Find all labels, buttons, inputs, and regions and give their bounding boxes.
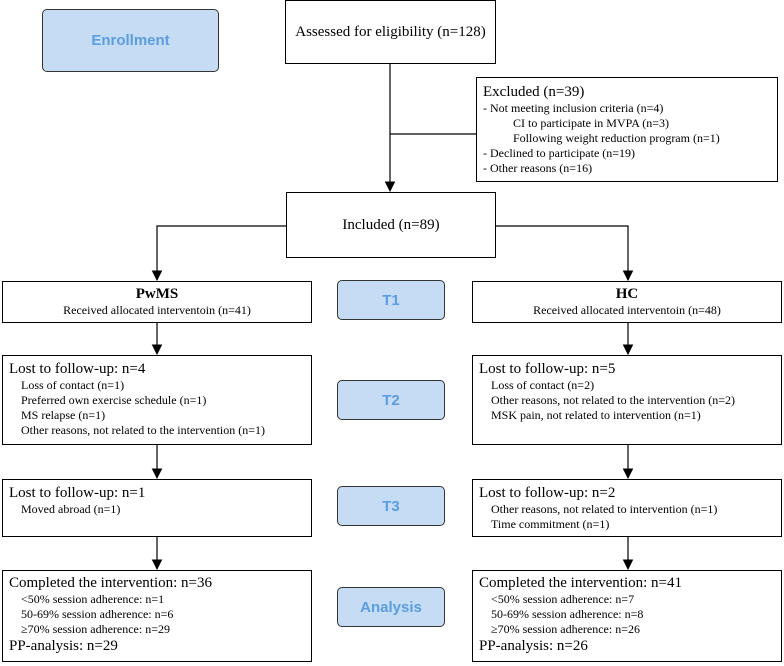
pwms-adherence: ≥70% session adherence: n=29 bbox=[21, 622, 170, 636]
excluded-reason: - Declined to participate (n=19) bbox=[483, 146, 636, 160]
hc-lost-reason: Loss of contact (n=2) bbox=[491, 378, 595, 392]
assessed-text: Assessed for eligibility (n=128) bbox=[295, 24, 486, 40]
pwms-pp-analysis: PP-analysis: n=29 bbox=[9, 638, 118, 654]
arrow-included-to-pwms bbox=[151, 225, 286, 282]
hc-lost-reason: MSK pain, not related to intervention (n… bbox=[491, 408, 701, 422]
pwms-adherence: <50% session adherence: n=1 bbox=[21, 592, 165, 606]
stage-t1: T1 bbox=[337, 280, 445, 320]
stage-analysis-label: Analysis bbox=[360, 598, 422, 616]
pwms-lost-t3-title: Lost to follow-up: n=1 bbox=[9, 485, 146, 501]
hc-adherence: 50-69% session adherence: n=8 bbox=[491, 607, 644, 621]
included-box: Included (n=89) bbox=[286, 192, 496, 258]
pwms-lost-t2-box: Lost to follow-up: n=4 Loss of contact (… bbox=[2, 355, 312, 445]
pwms-lost-reason: Moved abroad (n=1) bbox=[21, 502, 121, 516]
assessed-box: Assessed for eligibility (n=128) bbox=[285, 0, 496, 64]
hc-lost-t2-title: Lost to follow-up: n=5 bbox=[479, 361, 616, 377]
stage-enrollment-label: Enrollment bbox=[91, 32, 170, 49]
stage-enrollment: Enrollment bbox=[42, 9, 219, 72]
excluded-title: Excluded (n=39) bbox=[483, 84, 585, 100]
pwms-title: PwMS bbox=[135, 286, 179, 302]
hc-adherence: ≥70% session adherence: n=26 bbox=[491, 622, 640, 636]
pwms-received: Received allocated interventoin (n=41) bbox=[63, 303, 251, 317]
stage-t3-label: T3 bbox=[382, 497, 400, 515]
included-text: Included (n=89) bbox=[342, 217, 440, 233]
pwms-lost-reason: Loss of contact (n=1) bbox=[21, 378, 125, 392]
excluded-reason: CI to participate in MVPA (n=3) bbox=[513, 116, 669, 130]
pwms-lost-reason: Other reasons, not related to the interv… bbox=[21, 423, 266, 437]
excluded-box: Excluded (n=39) - Not meeting inclusion … bbox=[476, 77, 778, 182]
hc-lost-t2-box: Lost to follow-up: n=5 Loss of contact (… bbox=[472, 355, 782, 445]
pwms-lost-t3-box: Lost to follow-up: n=1 Moved abroad (n=1… bbox=[2, 479, 312, 537]
stage-t2-label: T2 bbox=[382, 391, 400, 409]
stage-analysis: Analysis bbox=[337, 587, 445, 627]
pwms-lost-t2-title: Lost to follow-up: n=4 bbox=[9, 361, 146, 377]
stage-t2: T2 bbox=[337, 380, 445, 420]
hc-title: HC bbox=[615, 286, 639, 302]
pwms-completed-title: Completed the intervention: n=36 bbox=[9, 575, 213, 591]
arrow-included-to-hc bbox=[496, 225, 634, 282]
pwms-adherence: 50-69% session adherence: n=6 bbox=[21, 607, 174, 621]
excluded-reason: Following weight reduction program (n=1) bbox=[513, 131, 720, 145]
hc-completed-title: Completed the intervention: n=41 bbox=[479, 575, 683, 591]
pwms-completed-box: Completed the intervention: n=36 <50% se… bbox=[2, 570, 312, 662]
hc-completed-box: Completed the intervention: n=41 <50% se… bbox=[472, 570, 782, 662]
stage-t3: T3 bbox=[337, 486, 445, 526]
hc-received: Received allocated interventoin (n=48) bbox=[533, 303, 721, 317]
pwms-allocation-box: PwMS Received allocated interventoin (n=… bbox=[2, 281, 312, 323]
stage-t1-label: T1 bbox=[382, 291, 400, 309]
hc-allocation-box: HC Received allocated interventoin (n=48… bbox=[472, 281, 782, 323]
hc-lost-t3-box: Lost to follow-up: n=2 Other reasons, no… bbox=[472, 479, 782, 537]
excluded-reason: - Other reasons (n=16) bbox=[483, 161, 593, 175]
hc-adherence: <50% session adherence: n=7 bbox=[491, 592, 635, 606]
hc-pp-analysis: PP-analysis: n=26 bbox=[479, 638, 588, 654]
pwms-lost-reason: Preferred own exercise schedule (n=1) bbox=[21, 393, 207, 407]
excluded-reason: - Not meeting inclusion criteria (n=4) bbox=[483, 101, 664, 115]
hc-lost-reason: Other reasons, not related to the interv… bbox=[491, 393, 736, 407]
hc-lost-reason: Time commitment (n=1) bbox=[491, 517, 610, 531]
pwms-lost-reason: MS relapse (n=1) bbox=[21, 408, 106, 422]
hc-lost-t3-title: Lost to follow-up: n=2 bbox=[479, 485, 616, 501]
hc-lost-reason: Other reasons, not related to interventi… bbox=[491, 502, 718, 516]
